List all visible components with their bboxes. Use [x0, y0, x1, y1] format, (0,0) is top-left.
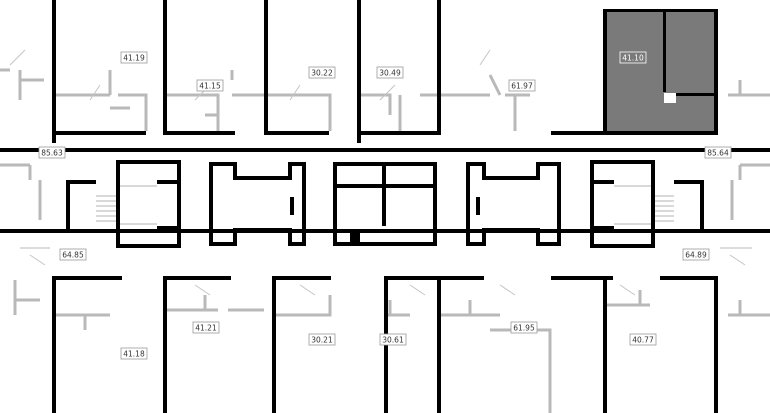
unit-area-30-61[interactable] [388, 280, 437, 413]
unit-area-label: 30.61 [382, 336, 404, 345]
side-partitions [0, 163, 770, 249]
unit-label[interactable]: 85.63 [38, 146, 66, 159]
unit-area-85-63[interactable] [0, 152, 66, 229]
unit-area-30-49[interactable] [361, 0, 437, 131]
unit-label[interactable]: 30.22 [308, 66, 336, 79]
unit-label[interactable]: 41.19 [120, 51, 148, 64]
unit-label[interactable]: 30.49 [376, 66, 404, 79]
unit-area-41-15[interactable] [167, 0, 264, 131]
top-unit-walls [52, 0, 718, 143]
unit-label[interactable]: 61.97 [508, 79, 536, 92]
stair-core-left [66, 160, 181, 248]
selected-unit-fill [607, 11, 714, 134]
unit-area-61-97[interactable] [441, 0, 603, 131]
unit-area-label: 40.77 [632, 336, 654, 345]
unit-area-41-21[interactable] [167, 280, 272, 413]
unit-label[interactable]: 61.95 [510, 321, 538, 334]
unit-area-label: 64.85 [62, 251, 84, 260]
elevator-cores [209, 162, 561, 246]
unit-label-selected[interactable]: 41.10 [619, 51, 647, 64]
stair-core-right [590, 160, 704, 248]
unit-area-label: 30.21 [311, 336, 333, 345]
unit-label[interactable]: 30.21 [308, 333, 336, 346]
selected-unit-notch [664, 93, 676, 103]
unit-area-label: 85.63 [41, 149, 63, 158]
unit-area-61-95[interactable] [441, 280, 603, 413]
unit-area-label: 85.64 [707, 149, 729, 158]
unit-area-label: 30.49 [379, 69, 401, 78]
unit-area-label: 41.19 [123, 54, 145, 63]
unit-area-30-22[interactable] [268, 0, 357, 131]
area-labels: 41.19 41.15 30.22 30.49 61.97 41.10 85.6… [38, 51, 732, 360]
unit-area-label: 61.97 [511, 82, 533, 91]
corridor-walls [0, 148, 770, 233]
unit-area-30-21[interactable] [276, 280, 384, 413]
top-partitions [0, 68, 770, 131]
bottom-partitions [13, 280, 770, 413]
unit-area-label: 61.95 [513, 324, 535, 333]
unit-label[interactable]: 64.89 [682, 248, 710, 261]
bottom-unit-walls [52, 276, 718, 413]
unit-label[interactable]: 30.61 [379, 333, 407, 346]
unit-label[interactable]: 40.77 [629, 333, 657, 346]
unit-label[interactable]: 64.85 [59, 248, 87, 261]
unit-area-40-77[interactable] [607, 280, 714, 413]
unit-area-label: 41.18 [123, 350, 145, 359]
unit-area-41-19[interactable] [56, 0, 163, 131]
unit-area-41-10[interactable] [607, 12, 714, 131]
unit-area-label: 64.89 [685, 251, 707, 260]
unit-area-41-18[interactable] [56, 280, 163, 413]
unit-label[interactable]: 41.18 [120, 347, 148, 360]
unit-area-label: 41.15 [199, 82, 221, 91]
unit-area-label: 30.22 [311, 69, 333, 78]
unit-label[interactable]: 85.64 [704, 146, 732, 159]
unit-area-label: 41.10 [622, 54, 644, 63]
unit-area-label: 41.21 [195, 324, 217, 333]
unit-label[interactable]: 41.15 [196, 79, 224, 92]
unit-area-85-64[interactable] [704, 152, 770, 229]
unit-label[interactable]: 41.21 [192, 321, 220, 334]
